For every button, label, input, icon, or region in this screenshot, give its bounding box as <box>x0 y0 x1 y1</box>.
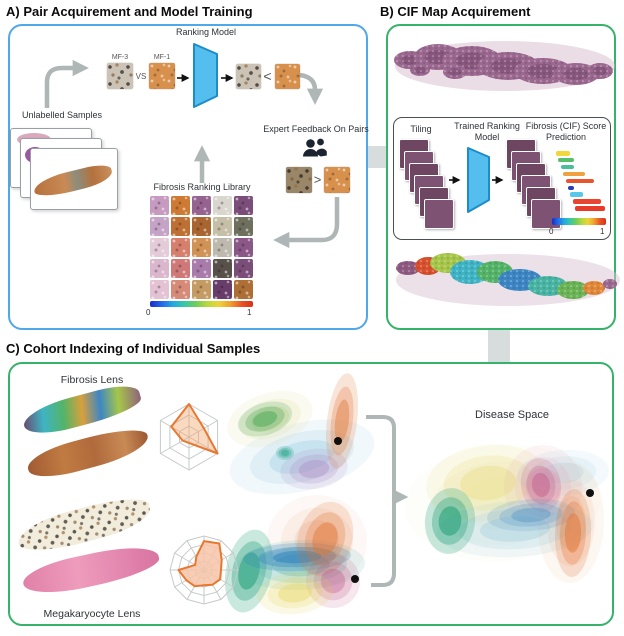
library-tile-thumbnail <box>192 196 211 215</box>
cif-score-bar <box>563 171 586 177</box>
trained-model-label: Trained Ranking Model <box>454 121 520 142</box>
mf3-thumbnail <box>107 63 133 89</box>
megakaryocyte-kde-plot <box>224 495 367 615</box>
library-tile-thumbnail <box>234 259 253 278</box>
expert-feedback-label: Expert Feedback On Pairs <box>263 124 369 134</box>
library-tile-thumbnail <box>150 217 169 236</box>
library-tile-thumbnail <box>192 259 211 278</box>
sample-histology-image <box>394 41 615 91</box>
mf1-label: MF-1 <box>153 54 171 61</box>
library-tile-thumbnail <box>234 238 253 257</box>
library-tile-thumbnail <box>192 280 211 299</box>
library-tile-thumbnail <box>171 259 190 278</box>
library-tile-thumbnail <box>150 259 169 278</box>
tissue-strip-image <box>31 161 115 201</box>
mf1-thumbnail <box>149 63 175 89</box>
cif-score-bar <box>558 157 575 163</box>
library-tile-thumbnail <box>171 280 190 299</box>
scored-tiles-stack <box>506 139 566 229</box>
fibrosis-ranking-library-grid <box>150 196 253 299</box>
sample-point-dot <box>351 575 359 583</box>
panel-ab-connector <box>360 146 392 168</box>
cif-score-bar <box>556 151 570 156</box>
prediction-colorbar <box>552 218 606 225</box>
ranking-model-label: Ranking Model <box>175 27 237 37</box>
library-tile-thumbnail <box>150 196 169 215</box>
megakaryocyte-radar-chart <box>169 535 239 605</box>
library-tile-thumbnail <box>213 280 232 299</box>
library-tile-thumbnail <box>213 259 232 278</box>
library-tile-thumbnail <box>150 280 169 299</box>
fibrosis-kde-plot <box>227 373 375 495</box>
library-tile-thumbnail <box>192 238 211 257</box>
experts-icon <box>301 136 328 163</box>
sample-point-dot <box>334 437 342 445</box>
output-right-thumbnail <box>275 64 300 89</box>
library-tile-thumbnail <box>213 238 232 257</box>
arrow-feedback-to-library <box>273 197 340 249</box>
gray-arrows-panel-a <box>44 59 340 249</box>
cif-score-bar <box>568 185 574 190</box>
trained-model-glyph <box>467 147 490 213</box>
library-tile-thumbnail <box>234 280 253 299</box>
mf3-label: MF-3 <box>111 54 129 61</box>
cif-score-bar <box>570 192 584 197</box>
prediction-colorbar-min: 0 <box>549 227 554 236</box>
disease-space-kde-plot <box>405 444 609 583</box>
panel-b-title: B) CIF Map Acquirement <box>380 4 531 19</box>
library-tile-thumbnail <box>150 238 169 257</box>
arrow-samples-to-pair <box>44 59 89 108</box>
tile-thumbnail <box>424 199 454 229</box>
prediction-colorbar-max: 1 <box>600 227 605 236</box>
unlabelled-samples-label: Unlabelled Samples <box>21 110 103 120</box>
tiling-stack <box>399 139 459 229</box>
library-tile-thumbnail <box>234 217 253 236</box>
feedback-left-thumbnail <box>286 167 312 193</box>
panel-a-title: A) Pair Acquirement and Model Training <box>6 4 253 19</box>
cif-score-bar <box>572 199 601 204</box>
library-tile-thumbnail <box>171 196 190 215</box>
black-arrows <box>177 74 504 184</box>
fibrosis-lens-label: Fibrosis Lens <box>60 374 124 386</box>
cif-map-image <box>396 253 620 306</box>
library-tile-thumbnail <box>213 196 232 215</box>
library-tile-thumbnail <box>192 217 211 236</box>
ranking-model-glyph <box>193 43 218 108</box>
fibrosis-radar-chart <box>159 403 219 471</box>
library-tile-thumbnail <box>213 217 232 236</box>
library-tile-thumbnail <box>171 217 190 236</box>
output-left-thumbnail <box>236 64 261 89</box>
library-label: Fibrosis Ranking Library <box>153 182 251 192</box>
panel-c-title: C) Cohort Indexing of Individual Samples <box>6 341 261 356</box>
cif-score-bar <box>560 164 574 170</box>
vs-label: VS <box>135 72 147 81</box>
less-than-symbol: < <box>263 68 272 84</box>
sample-point-dot <box>586 489 594 497</box>
megakaryocyte-lens-label: Megakaryocyte Lens <box>43 608 141 620</box>
prediction-label: Fibrosis (CIF) Score Prediction <box>525 121 607 142</box>
feedback-right-thumbnail <box>324 167 350 193</box>
cif-score-bars <box>556 151 618 215</box>
cif-score-bar <box>565 178 594 184</box>
merge-arrow <box>366 415 409 587</box>
disease-space-label: Disease Space <box>475 409 549 421</box>
greater-than-symbol: > <box>313 172 322 187</box>
library-colorbar-min: 0 <box>146 308 151 317</box>
library-tile-thumbnail <box>171 238 190 257</box>
cif-score-bar <box>575 206 606 211</box>
sample-card-front <box>30 148 118 210</box>
library-colorbar-max: 1 <box>247 308 252 317</box>
panel-bc-connector <box>488 318 510 368</box>
arrow-output-to-feedback <box>299 72 324 105</box>
library-colorbar <box>150 301 253 307</box>
library-tile-thumbnail <box>234 196 253 215</box>
tiling-label: Tiling <box>410 124 432 134</box>
